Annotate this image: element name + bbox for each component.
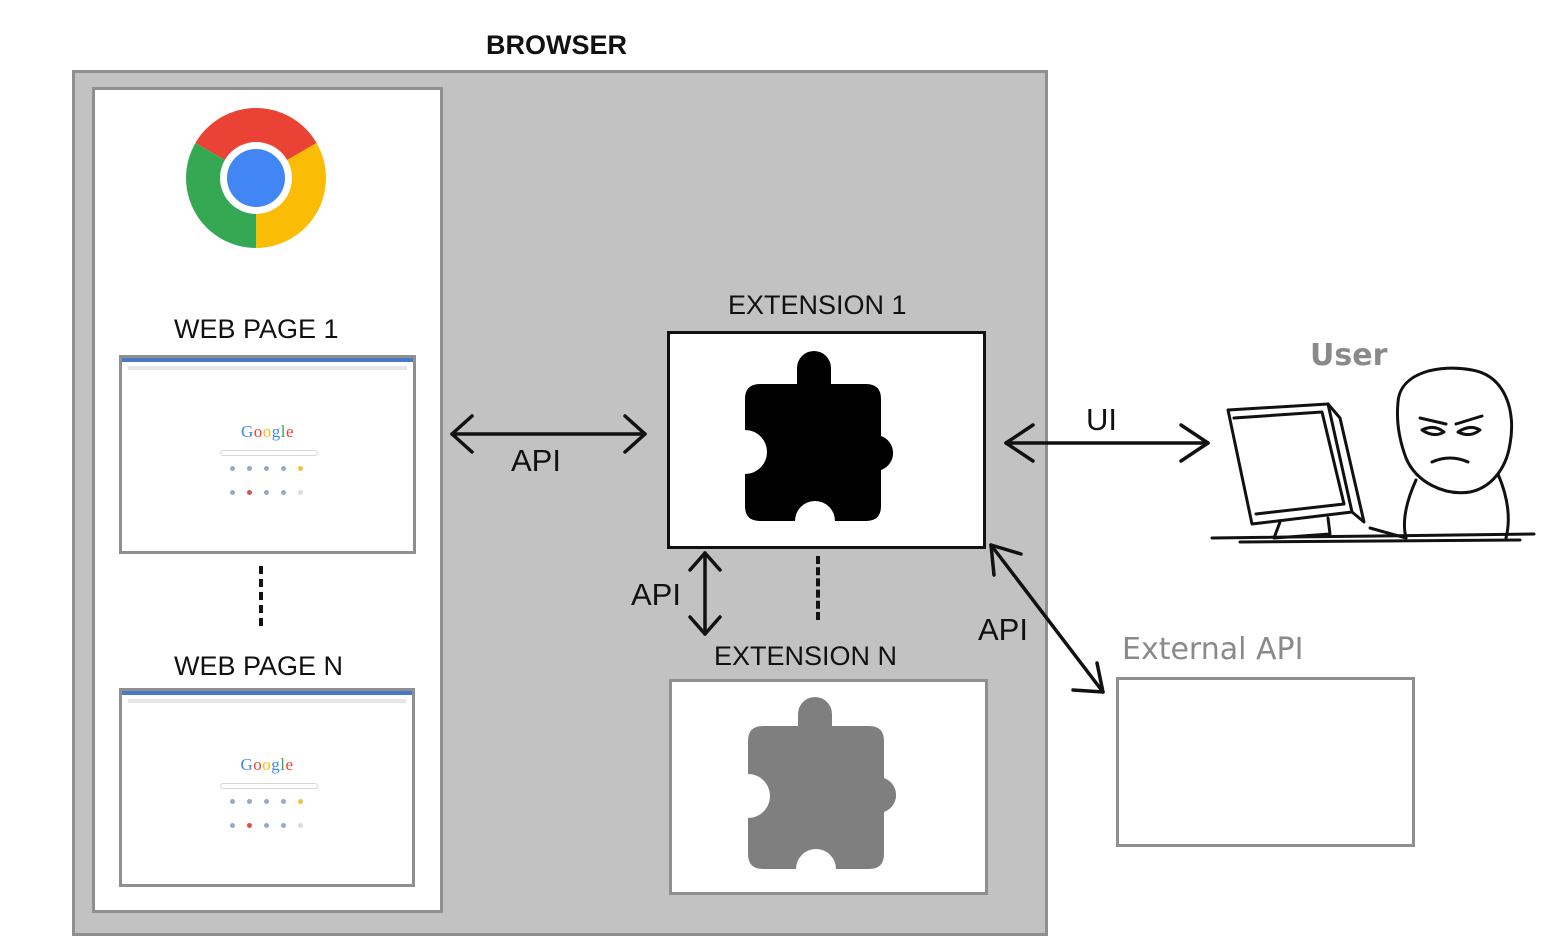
ui-label-extension-user: UI [1086, 402, 1117, 437]
browser-tab-strip [122, 691, 412, 695]
shortcut-tiles [224, 799, 314, 847]
google-logo: Google [240, 755, 294, 774]
web-page-n-label: WEB PAGE N [174, 651, 344, 681]
puzzle-piece-icon [745, 351, 894, 521]
ui-arrow-extension-user [1004, 423, 1210, 463]
extension-1-box [667, 331, 986, 549]
web-page-n-thumbnail: Google [119, 688, 415, 887]
web-page-1-label: WEB PAGE 1 [174, 314, 339, 344]
more-extensions-ellipsis [816, 556, 820, 620]
puzzle-piece-icon [748, 697, 897, 869]
user-label: User [1310, 338, 1388, 373]
browser-title: BROWSER [486, 30, 627, 60]
extension-n-box [669, 679, 988, 895]
user-at-computer-icon [1210, 366, 1536, 544]
api-arrow-extension-external [989, 543, 1105, 694]
external-api-label: External API [1122, 632, 1304, 667]
chrome-logo-icon [186, 108, 326, 248]
google-logo: Google [240, 422, 295, 441]
extension-n-label: EXTENSION N [714, 641, 898, 671]
api-label-pages-extension: API [511, 443, 561, 478]
web-page-1-thumbnail: Google [119, 355, 416, 554]
google-search-box [220, 450, 318, 456]
api-label-extension-external: API [978, 612, 1028, 647]
api-label-extensions: API [631, 577, 681, 612]
more-pages-ellipsis [259, 566, 263, 626]
shortcut-tiles [224, 466, 314, 514]
google-search-box [220, 783, 318, 789]
api-arrow-pages-extension [450, 414, 647, 454]
address-bar [128, 366, 407, 370]
address-bar [128, 699, 406, 703]
browser-tab-strip [122, 358, 413, 362]
external-api-box [1116, 677, 1415, 847]
extension-1-label: EXTENSION 1 [728, 290, 907, 320]
api-arrow-extensions [688, 551, 722, 636]
